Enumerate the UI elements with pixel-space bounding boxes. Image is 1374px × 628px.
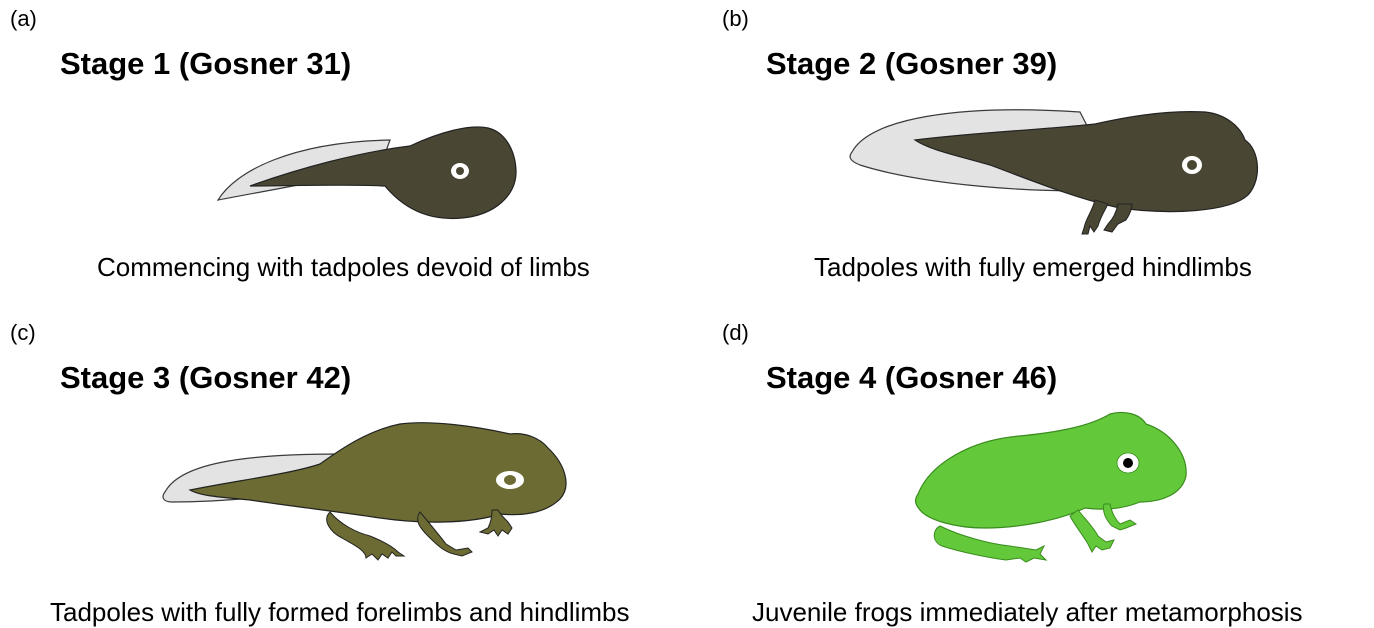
panel-caption: Juvenile frogs immediately after metamor…: [752, 597, 1303, 628]
hindlimb: [934, 526, 1046, 562]
pupil: [456, 167, 464, 175]
panel-caption: Tadpoles with fully emerged hindlimbs: [814, 252, 1252, 283]
pupil: [1123, 458, 1133, 468]
panel-stage-4: (d) Stage 4 (Gosner 46) Juvenile frogs i…: [700, 314, 1374, 628]
pupil: [1187, 160, 1197, 170]
tadpole-stage-3-illustration: [0, 314, 687, 628]
panel-stage-3: (c) Stage 3 (Gosner 42) Tadpoles with fu…: [0, 314, 687, 628]
panel-caption: Commencing with tadpoles devoid of limbs: [97, 252, 590, 283]
panel-caption: Tadpoles with fully formed forelimbs and…: [50, 597, 630, 628]
froglet-body: [916, 412, 1187, 528]
pupil: [504, 475, 516, 485]
panel-stage-1: (a) Stage 1 (Gosner 31) Commencing with …: [0, 0, 687, 314]
froglet-illustration: [700, 314, 1374, 628]
hindlimb-right: [1104, 204, 1132, 232]
panel-stage-2: (b) Stage 2 (Gosner 39) Tadpoles with fu…: [700, 0, 1374, 314]
hindlimb-left: [1082, 200, 1108, 234]
